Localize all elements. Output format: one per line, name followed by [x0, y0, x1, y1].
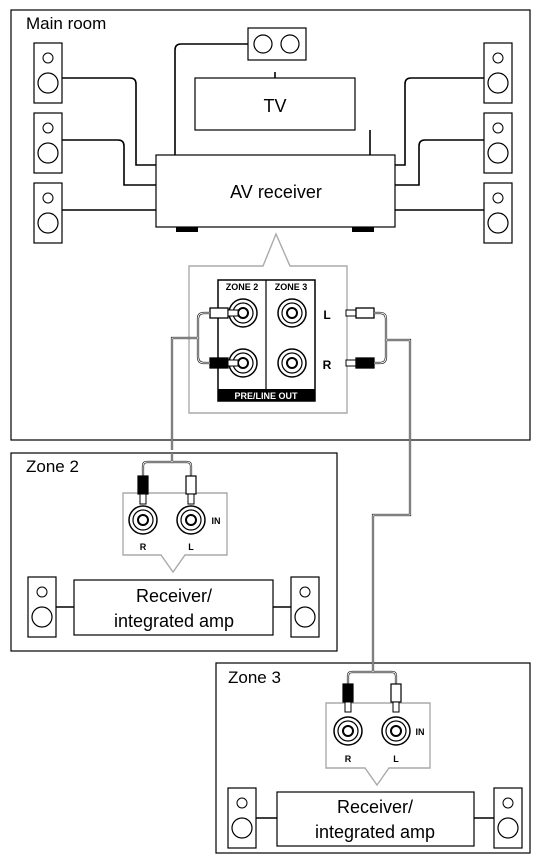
zone3-label: Zone 3: [228, 668, 281, 687]
surround-back-right-speaker-icon: [483, 182, 513, 244]
zone3-receiver-line1: Receiver/: [337, 797, 413, 817]
zone2-left-speaker-icon: [27, 576, 57, 638]
zone3-input-plugs: [342, 683, 402, 713]
zone3-left-input-jack: [381, 716, 411, 746]
center-speaker-icon: [247, 27, 307, 61]
tv-box: [194, 77, 356, 131]
zone2-receiver-box: [73, 579, 274, 636]
zone3-right-input-jack: [333, 716, 363, 746]
zone3-output-label: ZONE 3: [275, 282, 308, 292]
surround-back-left-speaker-icon: [33, 182, 63, 244]
zone2-cable: [170, 311, 210, 450]
zone3-left-speaker-icon: [227, 787, 257, 849]
main-speaker-wires: [62, 43, 484, 211]
tv-label: TV: [263, 96, 286, 116]
zone2-l-label: L: [188, 542, 194, 552]
av-receiver-box: [155, 154, 396, 232]
zone2-r-label: R: [140, 542, 147, 552]
front-left-speaker-icon: [33, 42, 63, 104]
zone2-right-input-jack: [128, 505, 158, 535]
pre-line-out-panel: [217, 279, 316, 402]
av-receiver-label: AV receiver: [230, 182, 322, 202]
output-left-label: L: [323, 308, 330, 322]
zone3-receiver-line2: integrated amp: [315, 822, 435, 842]
zone3-right-speaker-icon: [493, 787, 523, 849]
zone2-left-input-jack: [176, 505, 206, 535]
zone2-receiver-line2: integrated amp: [114, 611, 234, 631]
pre-line-out-label: PRE/LINE OUT: [234, 391, 298, 401]
zone3-right-output-jack: [277, 348, 307, 378]
zone3-left-output-jack: [277, 298, 307, 328]
main-room-label: Main room: [26, 14, 106, 33]
surround-right-speaker-icon: [483, 112, 513, 174]
zone2-receiver-line1: Receiver/: [136, 586, 212, 606]
zone2-in-label: IN: [212, 516, 221, 526]
zone3-l-label: L: [393, 754, 399, 764]
zone3-input-cable: [346, 660, 398, 684]
zone2-output-label: ZONE 2: [226, 282, 259, 292]
zone2-input-cable: [141, 453, 193, 476]
front-right-speaker-icon: [483, 42, 513, 104]
zone3-cable: [371, 311, 412, 660]
zone3-r-label: R: [345, 754, 352, 764]
zone3-receiver-box: [276, 791, 475, 847]
output-right-label: R: [323, 358, 332, 372]
zone3-in-label: IN: [416, 727, 425, 737]
zone2-input-plugs: [137, 475, 197, 505]
zone2-label: Zone 2: [26, 457, 79, 476]
zone2-right-speaker-icon: [290, 576, 320, 638]
surround-left-speaker-icon: [33, 112, 63, 174]
